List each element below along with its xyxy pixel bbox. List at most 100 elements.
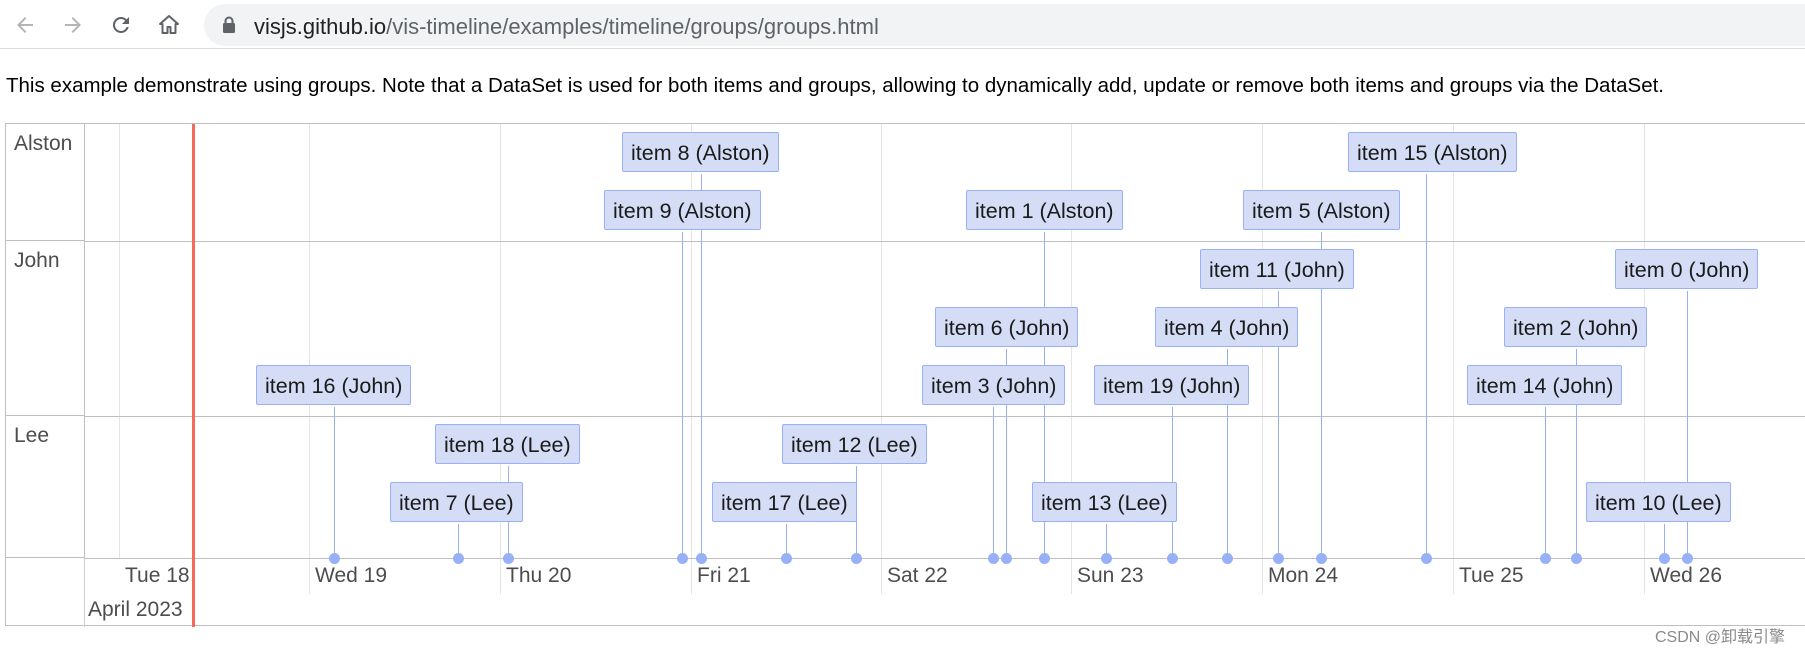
item-line [458, 524, 459, 558]
gridline [881, 124, 882, 594]
timeline-item[interactable]: item 16 (John) [256, 365, 412, 405]
item-line [1106, 524, 1107, 558]
timeline[interactable]: Alston John Lee Tue 18 Wed 19 Thu 20 Fri… [5, 123, 1805, 627]
url-text: visjs.github.io/vis-timeline/examples/ti… [254, 14, 879, 40]
item-dot [1659, 553, 1670, 564]
reload-button[interactable] [104, 8, 138, 42]
watermark: CSDN @卸载引擎 [1655, 629, 1786, 646]
item-dot [1540, 553, 1551, 564]
timeline-item[interactable]: item 14 (John) [1467, 365, 1623, 405]
item-dot [677, 553, 688, 564]
group-label-text: Alston [14, 132, 73, 155]
back-button[interactable] [8, 8, 42, 42]
group-separator [84, 416, 1805, 417]
item-dot [1316, 553, 1327, 564]
item-dot [453, 553, 464, 564]
item-line [1426, 174, 1427, 558]
axis-major-label: April 2023 [88, 598, 183, 621]
current-time-marker [192, 124, 195, 627]
item-line [1321, 232, 1322, 558]
timeline-item[interactable]: item 13 (Lee) [1032, 482, 1177, 522]
gridline [1071, 124, 1072, 594]
timeline-item[interactable]: item 0 (John) [1615, 249, 1759, 289]
timeline-item[interactable]: item 9 (Alston) [604, 190, 761, 230]
item-line [701, 174, 702, 558]
timeline-item[interactable]: item 7 (Lee) [390, 482, 523, 522]
axis-minor-label: Thu 20 [506, 564, 572, 587]
item-dot [851, 553, 862, 564]
item-line [993, 407, 994, 558]
item-dot [1167, 553, 1178, 564]
timeline-item[interactable]: item 3 (John) [922, 365, 1066, 405]
item-dot [1571, 553, 1582, 564]
gridline [1644, 124, 1645, 594]
timeline-item[interactable]: item 18 (Lee) [435, 424, 580, 464]
group-labelset: Alston John Lee [6, 124, 85, 558]
item-line [1664, 524, 1665, 558]
item-dot [1682, 553, 1693, 564]
axis-minor-label: Sun 23 [1077, 564, 1144, 587]
lock-icon [223, 16, 235, 33]
timeline-item[interactable]: item 12 (Lee) [782, 424, 927, 464]
group-separator [84, 241, 1805, 242]
item-line [1006, 349, 1007, 558]
item-line [1278, 291, 1279, 558]
item-dot [696, 553, 707, 564]
timeline-item[interactable]: item 11 (John) [1200, 249, 1354, 289]
gridline [1262, 124, 1263, 594]
item-dot [1001, 553, 1012, 564]
item-line [1687, 291, 1688, 558]
item-dot [988, 553, 999, 564]
axis-minor-label: Wed 19 [315, 564, 387, 587]
group-label-lee: Lee [6, 416, 84, 558]
item-dot [1273, 553, 1284, 564]
item-line [1227, 349, 1228, 558]
timeline-item[interactable]: item 2 (John) [1504, 307, 1648, 347]
item-dot [1421, 553, 1432, 564]
item-dot [1222, 553, 1233, 564]
item-line [682, 232, 683, 558]
gridline [500, 124, 501, 594]
axis-minor-label: Fri 21 [697, 564, 751, 587]
timeline-canvas[interactable]: Tue 18 Wed 19 Thu 20 Fri 21 Sat 22 Sun 2… [84, 124, 1805, 627]
url-host: visjs.github.io [254, 14, 387, 39]
timeline-item[interactable]: item 5 (Alston) [1243, 190, 1400, 230]
item-line [334, 407, 335, 558]
timeline-item[interactable]: item 4 (John) [1155, 307, 1299, 347]
back-arrow-icon [17, 17, 33, 33]
axis-minor-label: Tue 25 [1459, 564, 1524, 587]
reload-icon [112, 16, 129, 33]
item-dot [1101, 553, 1112, 564]
page-description: This example demonstrate using groups. N… [6, 74, 1665, 97]
forward-button[interactable] [56, 8, 90, 42]
item-dot [1039, 553, 1050, 564]
timeline-item[interactable]: item 10 (Lee) [1586, 482, 1731, 522]
gridline [119, 124, 120, 558]
group-label-alston: Alston [6, 124, 84, 241]
home-button[interactable] [152, 8, 186, 42]
item-dot [329, 553, 340, 564]
timeline-item[interactable]: item 8 (Alston) [622, 132, 779, 172]
group-label-john: John [6, 241, 84, 416]
home-icon [159, 15, 179, 34]
timeline-item[interactable]: item 19 (John) [1094, 365, 1250, 405]
group-label-text: Lee [14, 424, 50, 447]
axis-minor-label: Tue 18 [125, 564, 190, 587]
axis-top-line [84, 558, 1805, 559]
item-line [1545, 407, 1546, 558]
axis-minor-label: Mon 24 [1268, 564, 1339, 587]
gridline [309, 124, 310, 594]
item-line [786, 524, 787, 558]
axis-minor-label: Wed 26 [1650, 564, 1722, 587]
item-dot [781, 553, 792, 564]
timeline-item[interactable]: item 6 (John) [935, 307, 1079, 347]
timeline-item[interactable]: item 1 (Alston) [966, 190, 1123, 230]
address-bar[interactable]: visjs.github.io/vis-timeline/examples/ti… [204, 4, 1805, 46]
group-label-text: John [14, 249, 60, 272]
timeline-item[interactable]: item 15 (Alston) [1348, 132, 1517, 172]
url-path: /vis-timeline/examples/timeline/groups/g… [386, 14, 879, 39]
timeline-item[interactable]: item 17 (Lee) [712, 482, 857, 522]
axis-minor-label: Sat 22 [887, 564, 948, 587]
item-line [1576, 349, 1577, 558]
gridline [1453, 124, 1454, 594]
